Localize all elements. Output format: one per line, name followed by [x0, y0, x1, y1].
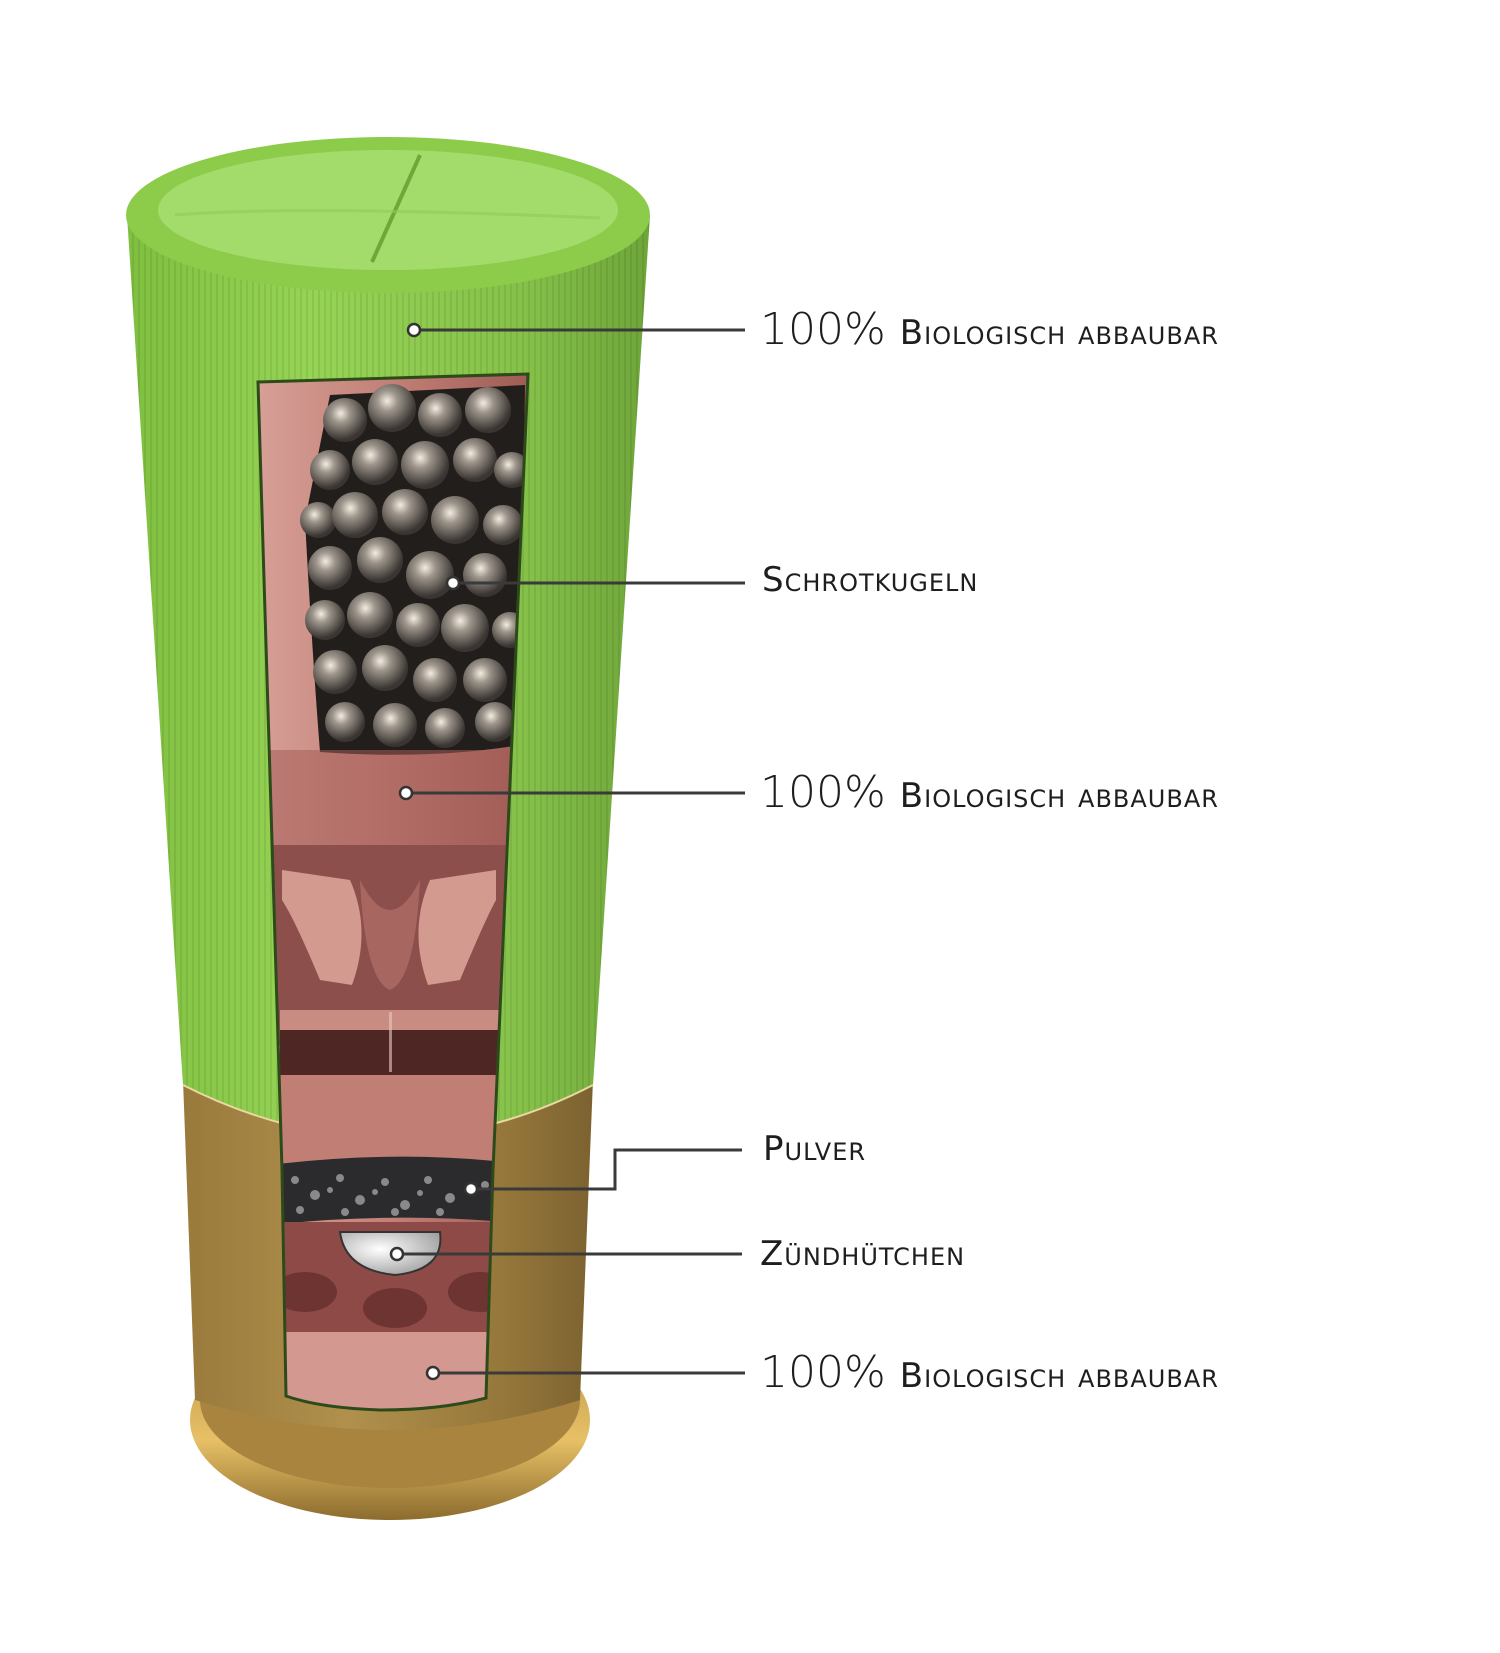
leader-lines: [397, 328, 745, 1375]
label-text: Pulver: [763, 1129, 867, 1169]
label-prefix: 100%: [760, 304, 886, 355]
dot-powder: [463, 1181, 479, 1197]
dot-primer: [389, 1246, 405, 1262]
cutaway-window: [258, 374, 528, 1410]
label-text: Biologisch abbaubar: [899, 776, 1219, 816]
label-primer: Zündhütchen: [760, 1237, 965, 1271]
label-hull-biodegradable: 100%Biologisch abbaubar: [760, 308, 1219, 352]
dot-hull: [406, 322, 422, 338]
label-powder: Pulver: [763, 1132, 866, 1166]
label-prefix: 100%: [760, 1347, 886, 1398]
powder-charge: [270, 1156, 505, 1225]
dot-shot: [445, 575, 461, 591]
label-text: Biologisch abbaubar: [899, 313, 1219, 353]
dot-base: [425, 1365, 441, 1381]
label-text: Schrotkugeln: [762, 560, 979, 600]
label-text: Biologisch abbaubar: [899, 1356, 1219, 1396]
shot-pellets: [300, 384, 528, 755]
label-text: Zündhütchen: [760, 1234, 966, 1274]
label-prefix: 100%: [760, 767, 886, 818]
dot-wad: [398, 785, 414, 801]
leader-powder: [471, 1148, 742, 1191]
callout-dots: [389, 322, 479, 1381]
hull-top-crimp: [126, 137, 650, 293]
label-wad-biodegradable: 100%Biologisch abbaubar: [760, 771, 1219, 815]
window-outline: [256, 372, 530, 1412]
wad-cushion: [258, 845, 528, 1165]
label-base-biodegradable: 100%Biologisch abbaubar: [760, 1351, 1219, 1395]
label-shot: Schrotkugeln: [762, 563, 978, 597]
